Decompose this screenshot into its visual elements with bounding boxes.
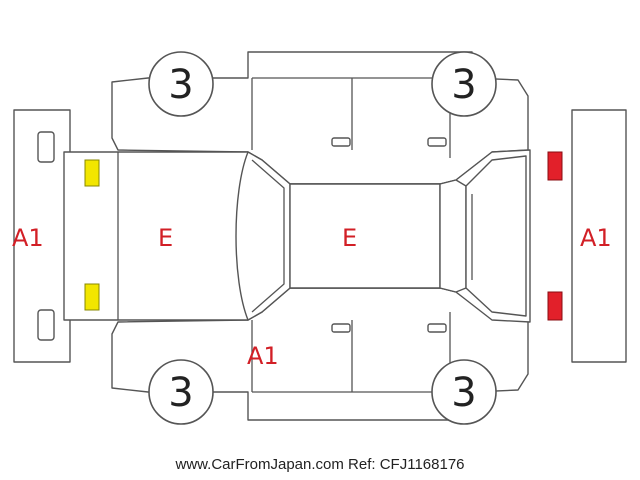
footer-ref: Ref: CFJ1168176 (348, 456, 465, 473)
footer-credit: www.CarFromJapan.com Ref: CFJ1168176 (0, 456, 640, 473)
headlight-marker-bottom (84, 283, 100, 311)
front-bumper-slot-top (37, 131, 55, 163)
tire-front-left (148, 51, 214, 117)
headlight-marker-top (84, 159, 100, 187)
right-door-handle-front (331, 323, 351, 333)
tailgate (465, 155, 527, 317)
tire-rear-right (431, 359, 497, 425)
side-damage-code: A1 (247, 342, 279, 370)
left-door-handle-rear (427, 137, 447, 147)
right-door-handle-rear (427, 323, 447, 333)
roof-panel (289, 183, 441, 289)
tire-front-right (431, 51, 497, 117)
taillight-marker-top (547, 151, 563, 181)
left-door-handle-front (331, 137, 351, 147)
tire-rear-right-grade: 3 (451, 370, 476, 416)
hood-damage-code: E (158, 224, 173, 252)
front-bumper-slot-bottom (37, 309, 55, 341)
rear-bumper (571, 109, 627, 363)
taillight-marker-bottom (547, 291, 563, 321)
footer-site: www.CarFromJapan.com (175, 456, 344, 473)
roof-damage-code: E (342, 224, 357, 252)
windshield (235, 151, 291, 321)
rear-bumper-damage-code: A1 (580, 224, 612, 252)
rear-window (439, 179, 467, 293)
tire-rear-left-grade: 3 (168, 370, 193, 416)
tire-front-right-grade: 3 (451, 62, 476, 108)
tire-rear-left (148, 359, 214, 425)
tire-front-left-grade: 3 (168, 62, 193, 108)
front-bumper-damage-code: A1 (12, 224, 44, 252)
front-bumper (13, 109, 71, 363)
